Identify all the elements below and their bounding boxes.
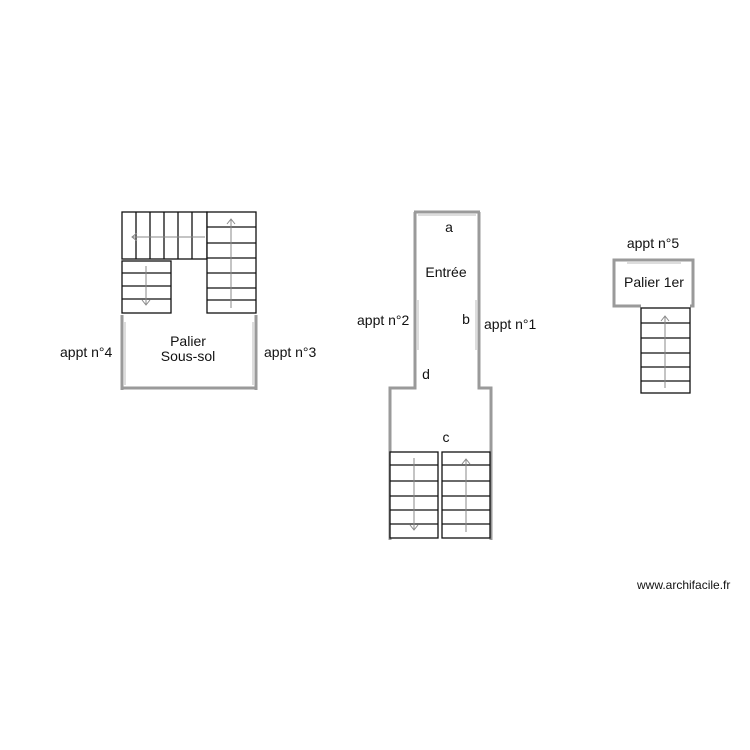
arrow-head-icon <box>660 315 670 322</box>
ground-left-stair <box>389 451 439 539</box>
point-d-label: d <box>422 366 430 382</box>
ground-entrance: a Entrée b d c appt n°2 appt n°1 <box>357 210 537 540</box>
appt-5-label: appt n°5 <box>627 235 680 251</box>
entrance-room-label: Entrée <box>425 264 466 280</box>
first-floor-room-label: Palier 1er <box>624 274 684 290</box>
appt-3-label: appt n°3 <box>264 344 317 360</box>
appt-4-label: appt n°4 <box>60 344 113 360</box>
arrow-head-icon <box>131 232 138 242</box>
point-b-label: b <box>462 311 470 327</box>
arrow-head-icon <box>226 218 236 225</box>
first-floor-stair <box>640 307 691 394</box>
ground-right-stair <box>441 451 491 539</box>
basement-left-stair <box>121 260 172 314</box>
appt-2-label: appt n°2 <box>357 312 410 328</box>
basement-room-label-line2: Sous-sol <box>161 348 215 364</box>
first-floor-walls <box>612 258 695 308</box>
arrow-head-icon <box>141 299 151 306</box>
basement-top-stair <box>121 211 208 260</box>
entrance-wall-right <box>477 212 493 540</box>
point-c-label: c <box>443 429 450 445</box>
appt-1-label: appt n°1 <box>484 316 537 332</box>
basement-right-stair <box>206 211 257 314</box>
point-a-label: a <box>445 219 453 235</box>
watermark: www.archifacile.fr <box>636 578 730 592</box>
arrow-head-icon <box>409 524 419 531</box>
arrow-head-icon <box>461 458 471 465</box>
basement-room-label-line1: Palier <box>170 333 206 349</box>
basement-landing: Palier Sous-sol appt n°4 appt n°3 <box>60 211 317 390</box>
first-floor-landing: appt n°5 Palier 1er <box>612 235 695 394</box>
